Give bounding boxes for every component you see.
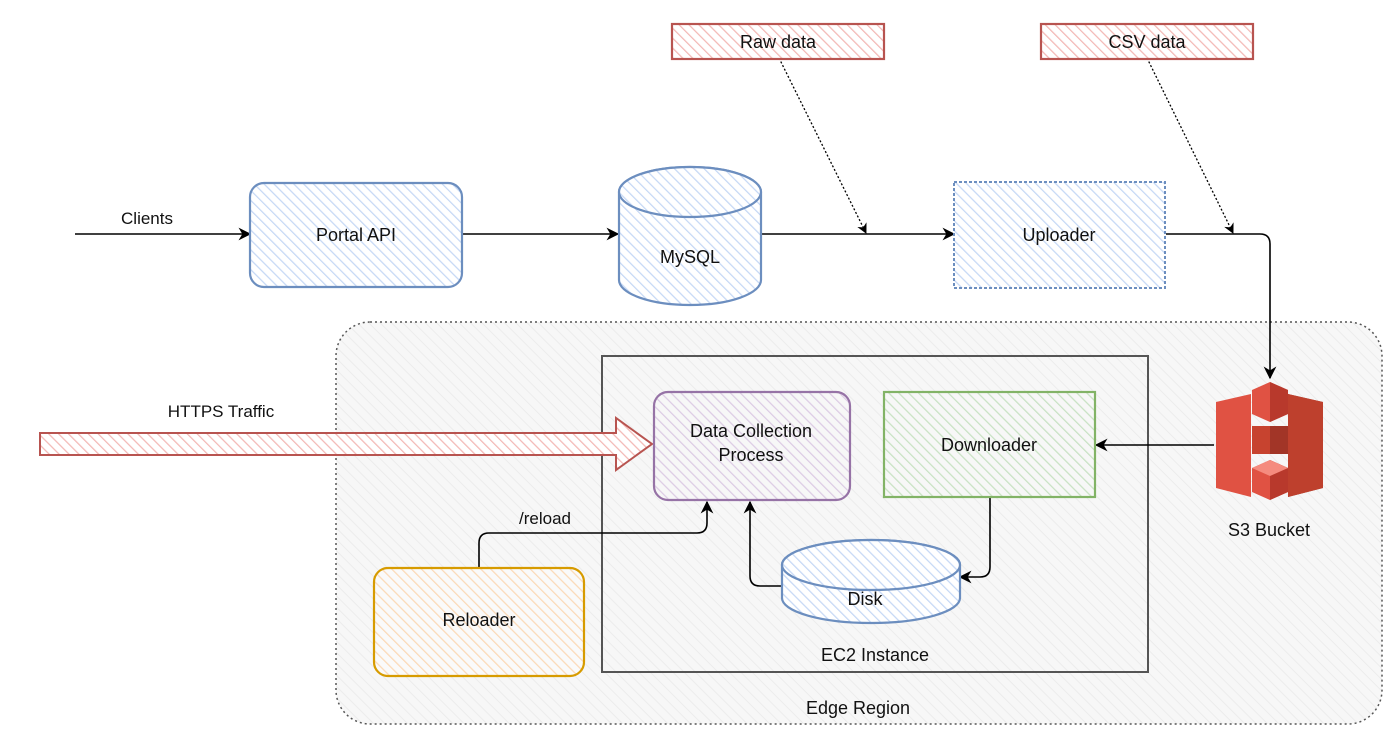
node-portal-api[interactable]: Portal API bbox=[248, 181, 464, 289]
edge-region-label: Edge Region bbox=[806, 698, 910, 718]
raw-data-box[interactable] bbox=[670, 22, 886, 61]
reloader-label: Reloader bbox=[442, 610, 515, 630]
disk-cylinder-top bbox=[780, 538, 962, 592]
node-downloader[interactable]: Downloader bbox=[882, 390, 1097, 499]
edge-label-reload: /reload bbox=[519, 509, 571, 528]
csv-data-label: CSV data bbox=[1108, 32, 1186, 52]
edges: Clients /reload HTTPS Traffic bbox=[39, 57, 1277, 587]
edge-label-https-traffic: HTTPS Traffic bbox=[168, 402, 275, 421]
node-csv-data[interactable]: CSV data bbox=[1039, 22, 1255, 61]
edge-disk-to-data-collection[interactable] bbox=[743, 500, 782, 587]
data-collection-box[interactable] bbox=[652, 390, 852, 502]
reloader-box[interactable] bbox=[372, 566, 586, 678]
mysql-label: MySQL bbox=[660, 247, 720, 267]
node-uploader[interactable]: Uploader bbox=[953, 181, 1166, 289]
data-collection-label-line2: Process bbox=[718, 445, 783, 465]
node-reloader[interactable]: Reloader bbox=[372, 566, 586, 678]
node-mysql[interactable]: MySQL bbox=[617, 165, 763, 307]
downloader-box[interactable] bbox=[882, 390, 1097, 499]
edge-reloader-to-data-collection[interactable] bbox=[478, 500, 714, 568]
node-data-collection-process[interactable]: Data Collection Process bbox=[652, 390, 852, 502]
raw-data-label: Raw data bbox=[740, 32, 817, 52]
data-collection-label-line1: Data Collection bbox=[690, 421, 812, 441]
edge-label-clients: Clients bbox=[121, 209, 173, 228]
s3-bucket-label: S3 Bucket bbox=[1228, 520, 1310, 540]
edge-raw-data-annotation bbox=[778, 57, 867, 234]
portal-api-label: Portal API bbox=[316, 225, 396, 245]
edge-uploader-to-s3[interactable] bbox=[1166, 233, 1277, 380]
uploader-label: Uploader bbox=[1022, 225, 1095, 245]
disk-label: Disk bbox=[848, 589, 884, 609]
ec2-instance-label: EC2 Instance bbox=[821, 645, 929, 665]
node-disk[interactable]: Disk bbox=[780, 538, 962, 625]
downloader-label: Downloader bbox=[941, 435, 1037, 455]
edge-https-traffic-arrow[interactable] bbox=[39, 416, 654, 472]
portal-api-box[interactable] bbox=[248, 181, 464, 289]
edge-csv-data-annotation bbox=[1146, 57, 1234, 234]
node-s3-bucket[interactable]: S3 Bucket bbox=[1216, 382, 1323, 540]
csv-data-box[interactable] bbox=[1039, 22, 1255, 61]
mysql-cylinder-top bbox=[617, 165, 763, 219]
node-raw-data[interactable]: Raw data bbox=[670, 22, 886, 61]
s3-bucket-icon[interactable] bbox=[1216, 382, 1323, 500]
uploader-box[interactable] bbox=[953, 181, 1166, 289]
edge-downloader-to-disk[interactable] bbox=[958, 498, 991, 584]
